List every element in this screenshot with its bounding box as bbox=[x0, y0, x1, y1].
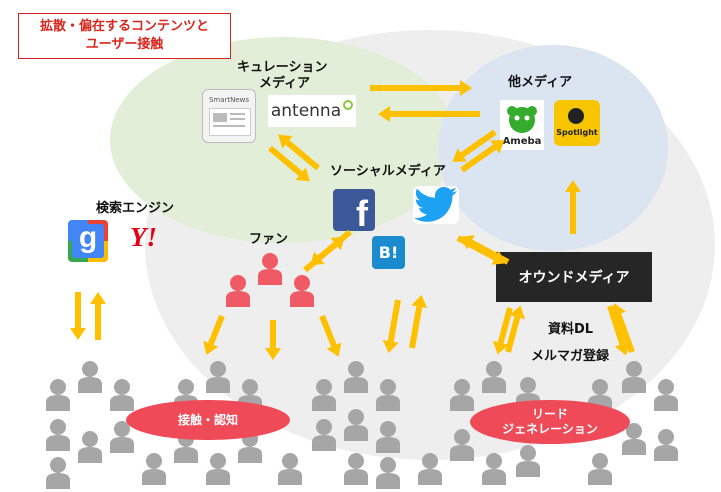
smartnews-icon: SmartNews bbox=[202, 89, 256, 143]
other-media-label: 他メディア bbox=[508, 75, 573, 90]
user-person bbox=[206, 361, 230, 393]
user-person bbox=[110, 379, 134, 411]
arrow-fan-to-users-center bbox=[265, 320, 281, 360]
user-person bbox=[344, 453, 368, 485]
user-person bbox=[78, 361, 102, 393]
fan-person bbox=[290, 275, 314, 307]
user-person bbox=[46, 419, 70, 451]
arrow-curation-to-social bbox=[268, 145, 310, 182]
diagram-title: 拡散・偏在するコンテンツと ユーザー接触 bbox=[18, 13, 231, 59]
mailmag-label: メルマガ登録 bbox=[531, 349, 610, 364]
user-person bbox=[482, 453, 506, 485]
user-person bbox=[376, 457, 400, 489]
arrow-social-to-owned bbox=[456, 235, 506, 265]
user-person bbox=[78, 431, 102, 463]
user-person bbox=[588, 453, 612, 485]
user-person bbox=[206, 453, 230, 485]
google-logo-text: g bbox=[78, 221, 98, 254]
lead-label-2: ジェネレーション bbox=[502, 422, 598, 436]
arrow-search-up bbox=[90, 292, 106, 340]
search-engine-label: 検索エンジン bbox=[96, 201, 175, 216]
user-person bbox=[450, 379, 474, 411]
arrow-search-down bbox=[70, 292, 86, 340]
user-person bbox=[344, 409, 368, 441]
fan-label: ファン bbox=[249, 232, 289, 247]
arrow-users-to-owned-right bbox=[610, 303, 635, 354]
yahoo-logo: Y! bbox=[130, 222, 180, 256]
arrow-other-to-social bbox=[452, 129, 497, 162]
arrow-users-to-social bbox=[409, 294, 428, 349]
fan-group bbox=[226, 253, 314, 307]
twitter-icon bbox=[413, 186, 459, 224]
google-icon: g bbox=[68, 220, 108, 262]
user-person bbox=[312, 379, 336, 411]
arrow-fan-to-users-right bbox=[319, 314, 342, 357]
user-person bbox=[376, 379, 400, 411]
arrow-fan-to-users-left bbox=[203, 314, 225, 355]
arrow-curation-to-other bbox=[370, 80, 472, 96]
user-person bbox=[312, 419, 336, 451]
antenna-logo-text: antenna bbox=[270, 101, 342, 121]
curation-label-2: メディア bbox=[259, 76, 311, 91]
user-person bbox=[278, 453, 302, 485]
arrow-owned-to-other bbox=[565, 180, 581, 234]
arrow-social-to-fan bbox=[310, 229, 352, 266]
hatena-bookmark-icon: B! bbox=[372, 236, 405, 269]
owned-media-box: オウンドメディア bbox=[496, 252, 652, 302]
curation-label-1: キュレーション bbox=[237, 60, 328, 75]
other-media-circle bbox=[438, 45, 668, 251]
twitter-bird-icon bbox=[414, 187, 457, 222]
lead-label-1: リード bbox=[531, 407, 568, 421]
arrow-other-to-curation bbox=[378, 106, 480, 122]
user-person bbox=[450, 429, 474, 461]
user-person bbox=[654, 429, 678, 461]
title-line-1: 拡散・偏在するコンテンツと bbox=[39, 19, 209, 34]
user-person bbox=[376, 421, 400, 453]
spotlight-logo-text: Spotlight bbox=[556, 128, 598, 137]
contact-awareness-pill: 接触・認知 bbox=[126, 400, 290, 440]
facebook-icon: f bbox=[333, 189, 375, 234]
ameba-icon: Ameba bbox=[500, 100, 544, 150]
hatena-logo-text: B! bbox=[378, 243, 399, 262]
arrow-users-to-owned-left bbox=[505, 305, 526, 353]
user-person bbox=[344, 361, 368, 393]
social-media-label: ソーシャルメディア bbox=[330, 164, 446, 179]
spotlight-icon: Spotlight bbox=[554, 100, 600, 146]
user-person bbox=[482, 361, 506, 393]
owned-media-label: オウンドメディア bbox=[518, 270, 630, 286]
user-person bbox=[654, 379, 678, 411]
user-person bbox=[622, 361, 646, 393]
user-person bbox=[142, 453, 166, 485]
user-person bbox=[46, 457, 70, 489]
arrow-owned-to-users-left bbox=[492, 307, 513, 355]
yahoo-logo-text: Y! bbox=[130, 222, 157, 252]
user-person bbox=[418, 453, 442, 485]
title-line-2: ユーザー接触 bbox=[85, 37, 164, 52]
ameba-mascot-icon bbox=[507, 106, 537, 133]
facebook-logo-text: f bbox=[356, 193, 368, 234]
fan-person bbox=[258, 253, 282, 285]
user-person bbox=[516, 445, 540, 477]
arrow-social-to-users bbox=[382, 299, 401, 354]
antenna-logo: antenna bbox=[268, 95, 356, 127]
smartnews-logo-text: SmartNews bbox=[208, 96, 250, 104]
user-person bbox=[46, 379, 70, 411]
flow-arrows bbox=[70, 80, 635, 360]
contact-awareness-label: 接触・認知 bbox=[177, 412, 238, 427]
lead-generation-pill: リード ジェネレーション bbox=[470, 400, 630, 444]
ameba-logo-text: Ameba bbox=[502, 136, 542, 147]
doc-dl-label: 資料DL bbox=[548, 322, 594, 337]
arrow-social-to-curation bbox=[278, 134, 320, 171]
antenna-mark-icon bbox=[343, 100, 354, 110]
fan-person bbox=[226, 275, 250, 307]
arrow-social-to-other bbox=[460, 140, 505, 173]
